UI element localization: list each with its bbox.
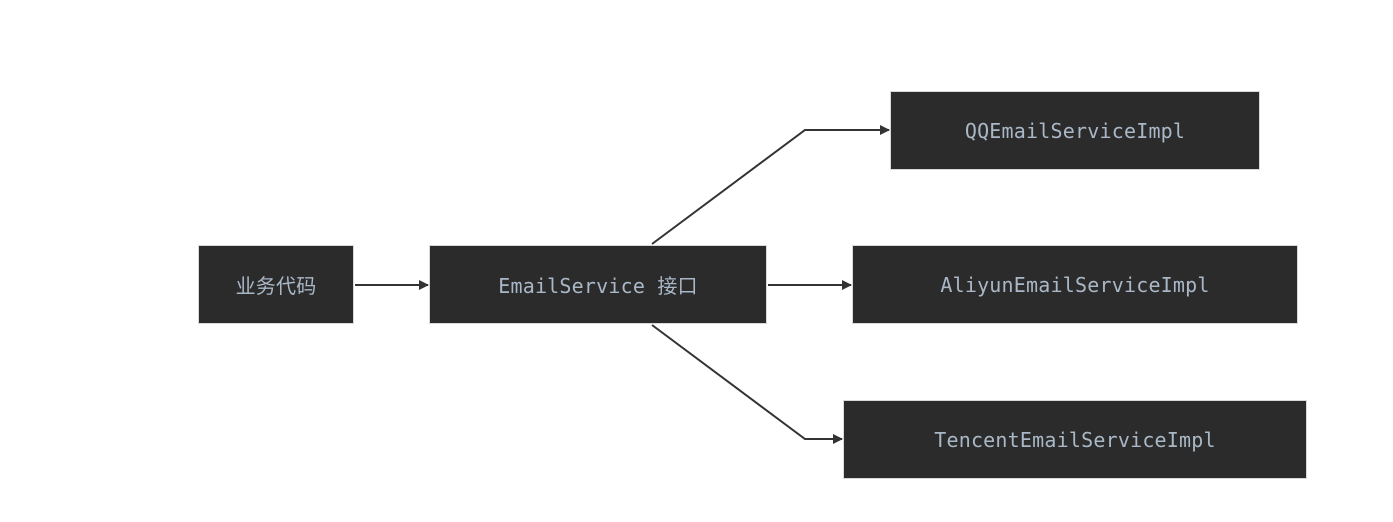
edge-interface-to-tencent xyxy=(651,324,843,444)
node-aliyun-email-service-impl: AliyunEmailServiceImpl xyxy=(852,245,1298,324)
node-email-service-interface: EmailService 接口 xyxy=(429,245,767,324)
node-tencent-email-service-impl: TencentEmailServiceImpl xyxy=(843,400,1307,479)
node-qq-email-service-impl: QQEmailServiceImpl xyxy=(890,91,1260,170)
node-email-service-interface-label: EmailService 接口 xyxy=(498,274,698,298)
node-qq-email-service-impl-label: QQEmailServiceImpl xyxy=(964,118,1186,143)
edge-interface-to-qq xyxy=(651,125,890,245)
node-tencent-email-service-impl-label: TencentEmailServiceImpl xyxy=(934,427,1216,452)
node-business-code-label: 业务代码 xyxy=(235,274,317,298)
node-business-code: 业务代码 xyxy=(198,245,354,324)
node-aliyun-email-service-impl-label: AliyunEmailServiceImpl xyxy=(940,272,1210,297)
